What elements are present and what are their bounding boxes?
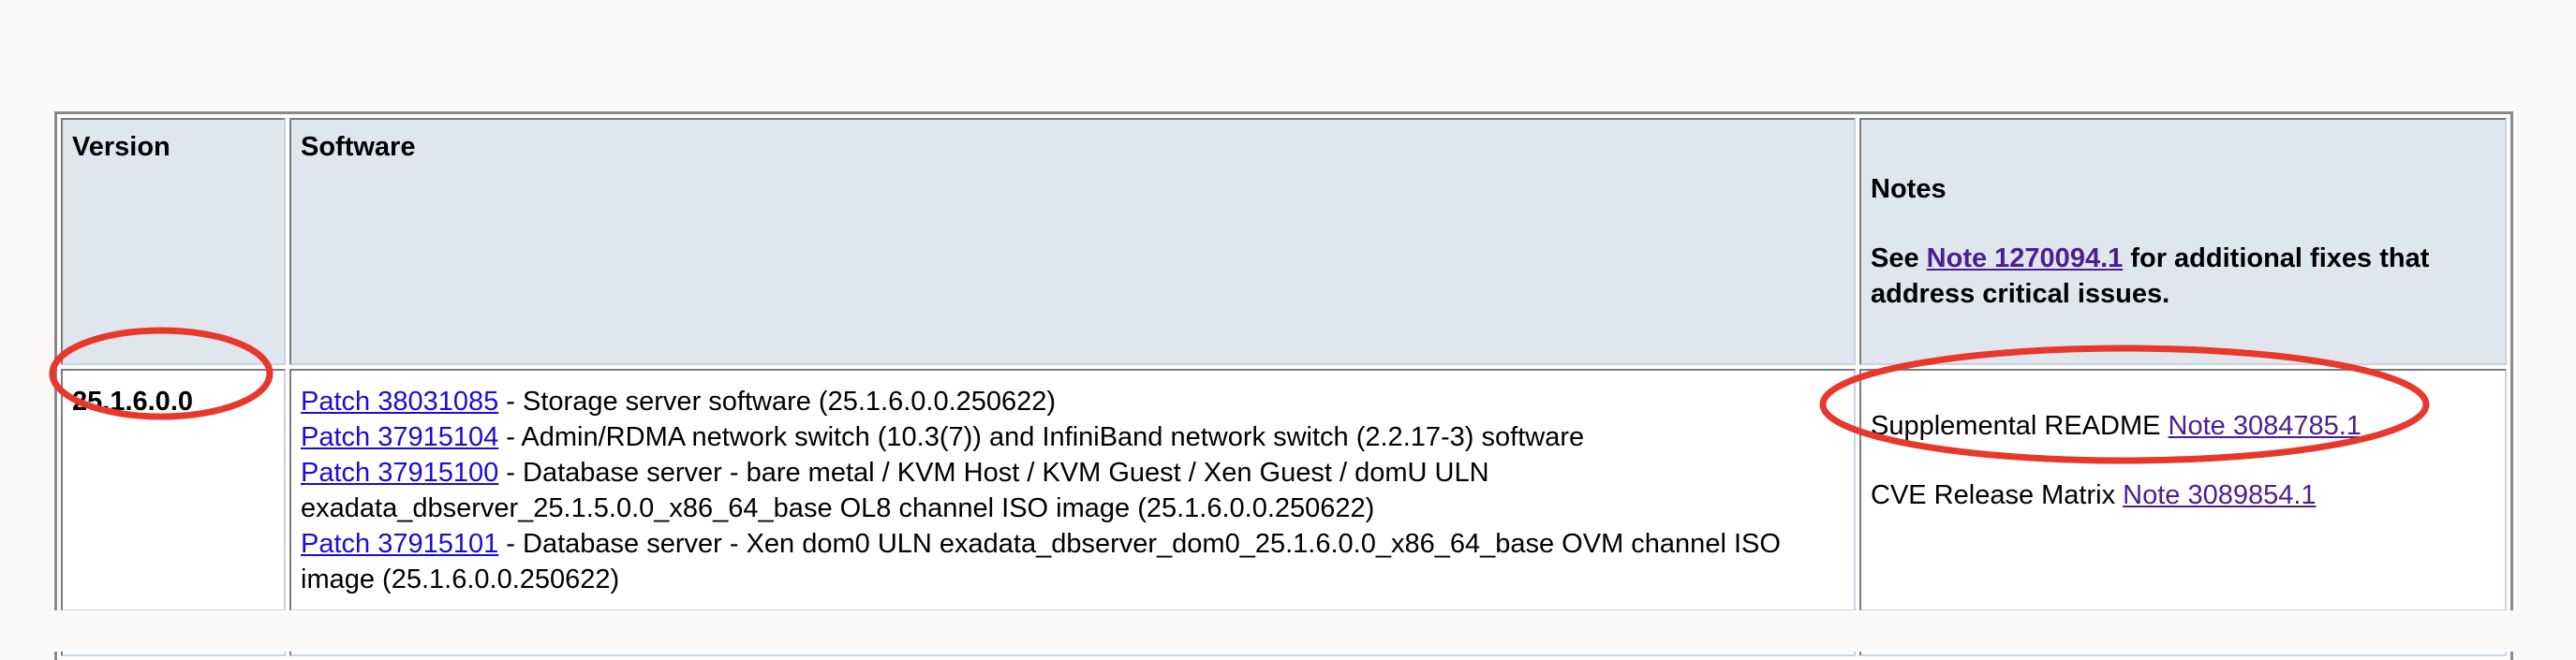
header-notes: Notes See Note 1270094.1 for additional …	[1859, 118, 2507, 365]
note-1270094-link[interactable]: Note 1270094.1	[1926, 243, 2124, 273]
notes-see-text: See	[1871, 243, 1919, 273]
note-label: CVE Release Matrix	[1871, 480, 2124, 510]
note-3089854-link[interactable]: Note 3089854.1	[2123, 480, 2317, 510]
patch-entry: Patch 38031085 - Storage server software…	[301, 384, 1844, 419]
patch-table: Version Software Notes See Note 1270094.…	[54, 111, 2513, 660]
note-3084785-link[interactable]: Note 3084785.1	[2168, 411, 2361, 441]
patch-link[interactable]: Patch 37915100	[301, 458, 499, 488]
patch-link[interactable]: Patch 37915101	[301, 529, 499, 559]
patch-entry: Patch 37915104 - Admin/RDMA network swit…	[301, 419, 1844, 455]
table-row: 25.1.6.0.0 Patch 38031085 - Storage serv…	[61, 369, 2507, 611]
notes-cell: Supplemental README Note 3084785.1 CVE R…	[1859, 369, 2507, 611]
patch-link[interactable]: Patch 38031085	[301, 387, 499, 417]
software-cell: Patch 38031085 - Storage server software…	[289, 369, 1856, 611]
patch-description: - Database server - Xen dom0 ULN exadata…	[301, 529, 1781, 594]
patch-description: - Storage server software (25.1.6.0.0.25…	[498, 387, 1057, 417]
patch-entry: Patch 37915101 - Database server - Xen d…	[301, 526, 1844, 597]
patch-description: - Database server - bare metal / KVM Hos…	[301, 458, 1489, 523]
notes-description: See Note 1270094.1 for additional fixes …	[1871, 241, 2495, 312]
version-cell: 25.1.6.0.0	[61, 369, 286, 611]
table-header-row: Version Software Notes See Note 1270094.…	[61, 118, 2507, 365]
page-bottom-margin	[0, 610, 2576, 652]
patch-description: - Admin/RDMA network switch (10.3(7)) an…	[498, 422, 1585, 452]
notes-rest-text: for additional fixes that address critic…	[1871, 243, 2430, 309]
header-software: Software	[289, 118, 1856, 365]
cve-release-matrix: CVE Release Matrix Note 3089854.1	[1871, 477, 2495, 513]
patch-link[interactable]: Patch 37915104	[301, 422, 499, 452]
note-label: Supplemental README	[1871, 411, 2169, 441]
supplemental-readme: Supplemental README Note 3084785.1	[1871, 408, 2495, 444]
patch-entry: Patch 37915100 - Database server - bare …	[301, 455, 1844, 526]
header-version: Version	[61, 118, 286, 365]
notes-title: Notes	[1871, 174, 1947, 204]
